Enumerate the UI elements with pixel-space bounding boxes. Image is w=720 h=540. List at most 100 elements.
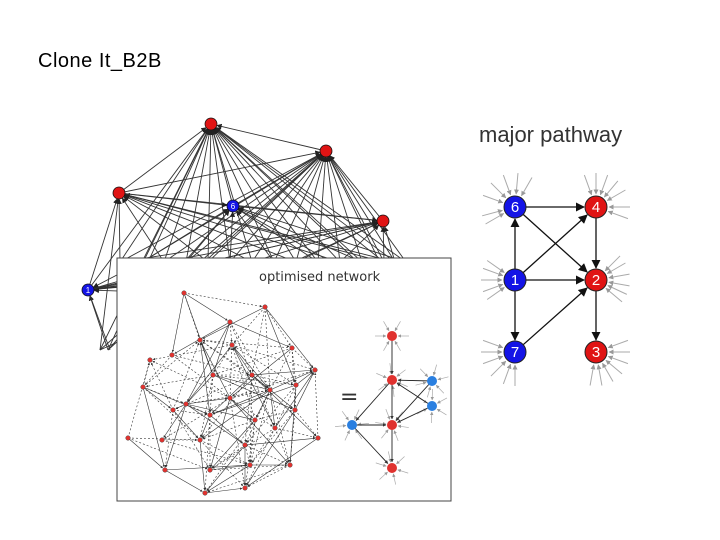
optimised-edge: [251, 374, 293, 409]
optimised-edge: [209, 414, 243, 444]
optimised-edge: [142, 386, 208, 415]
optimised-edge: [211, 374, 253, 414]
reduced-node: [427, 376, 437, 386]
pathway-spoke: [606, 189, 626, 201]
background-edge: [237, 208, 319, 263]
background-edge: [232, 153, 322, 207]
optimised-node: [227, 395, 233, 401]
optimised-node: [147, 357, 153, 363]
optimised-node: [287, 462, 293, 468]
background-edge: [317, 156, 328, 263]
pathway-spoke: [589, 364, 596, 386]
optimised-edge: [269, 389, 276, 426]
optimised-edge: [142, 386, 165, 468]
background-edge: [251, 221, 378, 263]
reduced-node: [387, 420, 397, 430]
optimised-edge: [229, 370, 313, 399]
optimised-edge: [276, 384, 297, 426]
optimised-edge: [164, 409, 174, 468]
optimised-node: [242, 442, 248, 448]
pathway-spoke: [607, 339, 629, 349]
background-edge: [215, 127, 385, 263]
optimised-node: [252, 417, 258, 423]
optimised-edge: [212, 374, 268, 390]
background-edge: [215, 127, 407, 263]
pathway-spoke: [583, 174, 593, 196]
optimised-edge: [199, 439, 206, 491]
background-edge: [124, 193, 396, 263]
optimised-edge: [175, 374, 253, 410]
reduced-edge: [397, 405, 433, 423]
optimised-edge: [246, 427, 276, 486]
optimised-edge: [229, 397, 246, 486]
optimised-edge: [172, 409, 199, 438]
optimised-edge: [145, 374, 214, 388]
reduced-spoke: [381, 429, 389, 439]
optimised-edge: [187, 321, 231, 402]
background-edge: [124, 194, 297, 263]
optimised-edge: [127, 362, 150, 439]
optimised-edge: [251, 374, 317, 437]
pathway-spoke: [608, 273, 630, 280]
optimised-edge: [269, 389, 290, 463]
optimised-edge: [183, 292, 228, 321]
optimised-edge: [209, 464, 248, 471]
reduced-node: [427, 401, 437, 411]
reduced-node: [387, 331, 397, 341]
reduced-spoke: [427, 386, 432, 398]
pathway-node-label: 7: [511, 344, 519, 361]
reduced-edge: [396, 382, 433, 407]
reduced-spoke: [344, 430, 350, 441]
pathway-node-label: 4: [592, 199, 600, 216]
optimised-node: [170, 407, 176, 413]
pathway-spoke: [502, 363, 512, 385]
optimised-edge: [185, 397, 228, 405]
reduced-spoke: [341, 410, 349, 421]
optimised-node: [169, 352, 175, 358]
background-node: [319, 144, 333, 158]
optimised-edge: [201, 342, 231, 399]
reduced-network: [335, 321, 449, 485]
reduced-spoke: [357, 422, 369, 426]
optimised-edge: [211, 419, 256, 468]
background-edge: [328, 155, 385, 263]
optimised-node: [181, 290, 187, 296]
background-edge: [329, 155, 407, 263]
background-edge: [251, 155, 324, 263]
background-edge: [118, 127, 207, 194]
reduced-edge: [397, 378, 433, 383]
pathway-spoke: [605, 287, 623, 303]
pathway-spoke: [485, 213, 505, 225]
optimised-edge: [144, 354, 173, 385]
background-edge: [163, 220, 378, 263]
optimised-node: [227, 319, 233, 325]
optimised-edge: [250, 389, 271, 463]
optimised-node: [289, 345, 295, 351]
optimised-edge: [244, 437, 316, 446]
optimised-edge: [229, 397, 273, 427]
background-edge: [124, 193, 385, 263]
optimised-node: [312, 367, 318, 373]
pathway-spoke: [604, 255, 621, 272]
optimised-network-title: optimised network: [259, 270, 381, 285]
pathway-node-4: [584, 195, 608, 219]
background-edge: [119, 128, 209, 263]
optimised-edge: [233, 347, 276, 429]
pathway-edge: [522, 213, 588, 273]
pathway-spoke: [482, 209, 503, 217]
slide-title: Clone It_B2B: [38, 50, 162, 72]
reduced-spoke: [375, 462, 387, 467]
optimised-node: [292, 407, 298, 413]
optimised-edge: [187, 374, 214, 403]
optimised-edge: [264, 306, 271, 388]
optimised-edge: [142, 386, 199, 439]
optimised-edge: [127, 437, 163, 469]
reduced-node: [387, 375, 397, 385]
optimised-edge: [294, 409, 317, 436]
optimised-edge: [229, 321, 269, 388]
optimised-node: [242, 485, 248, 491]
optimised-edge: [291, 347, 296, 408]
optimised-edge: [171, 292, 185, 353]
optimised-edge: [165, 403, 187, 468]
pathway-spoke: [514, 173, 520, 195]
